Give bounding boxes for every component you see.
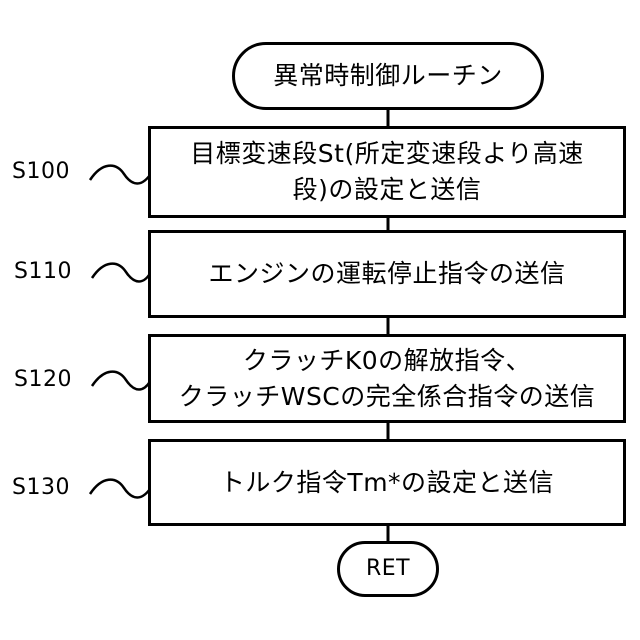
step-label-s130: S130 — [12, 476, 70, 500]
process-box-s100: 目標変速段St(所定変速段より高速 段)の設定と送信 — [148, 126, 626, 218]
process-box-s130: トルク指令Tm*の設定と送信 — [148, 439, 626, 526]
end-terminal: RET — [337, 541, 439, 597]
leader-tilde-s130 — [90, 480, 152, 498]
process-text-s120-line1: クラッチK0の解放指令、 — [179, 343, 596, 379]
process-text-s100-line2: 段)の設定と送信 — [190, 172, 583, 208]
leader-tilde-s100 — [90, 166, 152, 184]
process-text-s130: トルク指令Tm*の設定と送信 — [220, 465, 554, 501]
process-box-s120: クラッチK0の解放指令、 クラッチWSCの完全係合指令の送信 — [148, 334, 626, 423]
step-label-s110: S110 — [14, 260, 72, 284]
process-box-s110: エンジンの運転停止指令の送信 — [148, 230, 626, 318]
start-terminal: 異常時制御ルーチン — [232, 42, 544, 110]
leader-tilde-s110 — [92, 264, 152, 282]
process-text-s120-line2: クラッチWSCの完全係合指令の送信 — [179, 379, 596, 415]
step-label-s120: S120 — [14, 368, 72, 392]
process-text-s100-line1: 目標変速段St(所定変速段より高速 — [190, 136, 583, 172]
end-label: RET — [366, 551, 410, 587]
leader-tilde-s120 — [92, 372, 152, 390]
step-label-s100: S100 — [12, 160, 70, 184]
start-label: 異常時制御ルーチン — [273, 58, 503, 94]
process-text-s110: エンジンの運転停止指令の送信 — [208, 256, 565, 292]
